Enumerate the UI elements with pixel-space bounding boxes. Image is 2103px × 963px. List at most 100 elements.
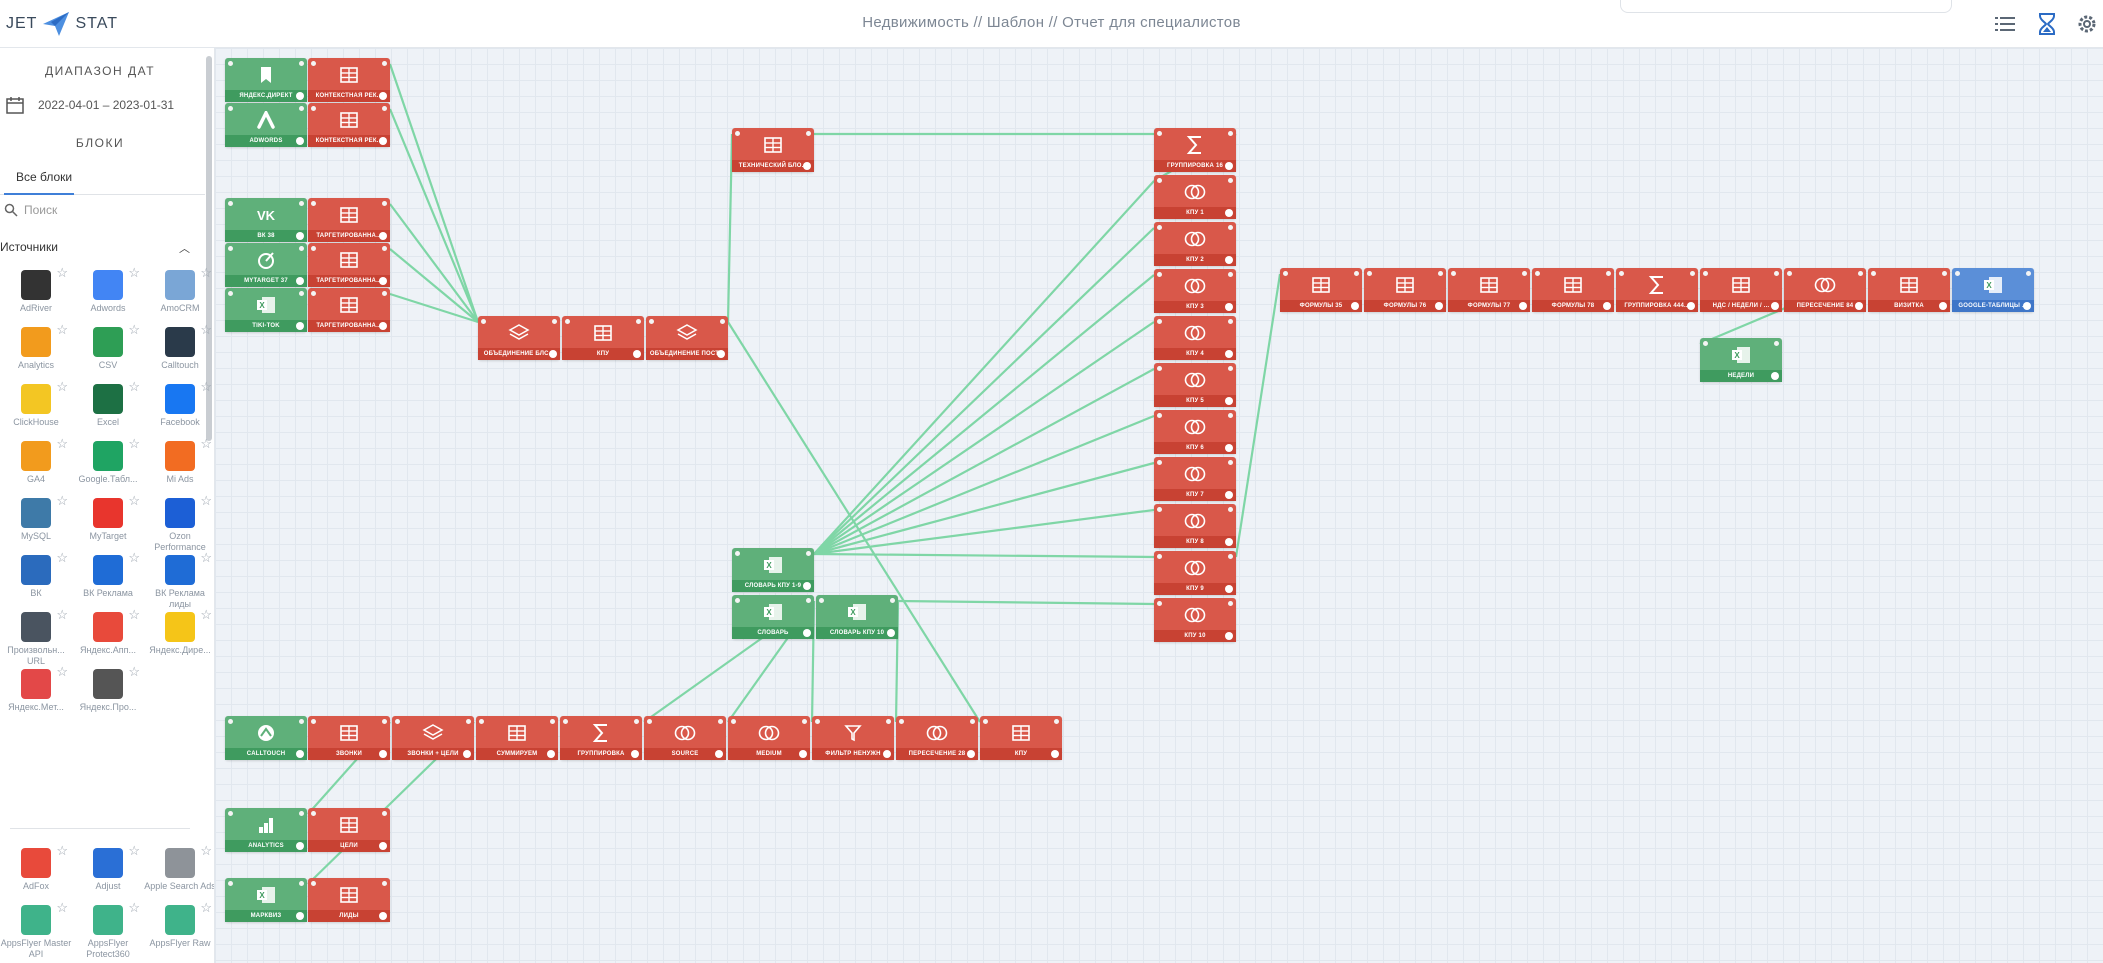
input-port[interactable]: [228, 881, 233, 886]
star-icon[interactable]: ☆: [128, 322, 140, 337]
output-port[interactable]: [382, 246, 387, 251]
pipeline-node[interactable]: ЗВОНКИ: [308, 716, 390, 760]
date-range-picker[interactable]: 2022-04-01 – 2023-01-31: [6, 96, 174, 114]
star-icon[interactable]: ☆: [128, 664, 140, 679]
input-port[interactable]: [565, 319, 570, 324]
output-port[interactable]: [1690, 271, 1695, 276]
input-port[interactable]: [311, 106, 316, 111]
output-port[interactable]: [890, 598, 895, 603]
source-yandex-direct[interactable]: Яндекс.Дире...☆: [144, 608, 214, 656]
source-mytarget[interactable]: MyTarget☆: [72, 494, 144, 542]
source-clickhouse[interactable]: ClickHouse☆: [0, 380, 72, 428]
output-port[interactable]: [1942, 271, 1947, 276]
star-icon[interactable]: ☆: [200, 550, 212, 565]
output-port[interactable]: [806, 598, 811, 603]
source-ga4[interactable]: GA4☆: [0, 437, 72, 485]
source-adfox[interactable]: AdFox☆: [0, 844, 72, 892]
output-port[interactable]: [1522, 271, 1527, 276]
input-port[interactable]: [228, 201, 233, 206]
input-port[interactable]: [311, 61, 316, 66]
pipeline-node[interactable]: ТЕХНИЧЕСКИЙ БЛО...: [732, 128, 814, 172]
tab-all-blocks[interactable]: Все блоки: [16, 170, 73, 184]
output-port[interactable]: [1606, 271, 1611, 276]
output-port[interactable]: [299, 246, 304, 251]
output-port[interactable]: [1228, 601, 1233, 606]
pipeline-node[interactable]: КПУ 3: [1154, 269, 1236, 313]
output-port[interactable]: [382, 61, 387, 66]
input-port[interactable]: [1787, 271, 1792, 276]
pipeline-node[interactable]: ОБЪЕДИНЕНИЕ ПОСТ...: [646, 316, 728, 360]
list-icon[interactable]: [1992, 12, 2018, 36]
output-port[interactable]: [1228, 460, 1233, 465]
source-amocrm[interactable]: AmoCRM☆: [144, 265, 214, 314]
input-port[interactable]: [1955, 271, 1960, 276]
star-icon[interactable]: ☆: [128, 843, 140, 858]
input-port[interactable]: [735, 131, 740, 136]
input-port[interactable]: [228, 246, 233, 251]
output-port[interactable]: [1228, 319, 1233, 324]
pipeline-node[interactable]: КПУ: [562, 316, 644, 360]
pipeline-node[interactable]: КОНТЕКСТНАЯ РЕК...: [308, 58, 390, 102]
input-port[interactable]: [1451, 271, 1456, 276]
input-port[interactable]: [1619, 271, 1624, 276]
search-input[interactable]: Поиск: [24, 203, 58, 217]
star-icon[interactable]: ☆: [200, 265, 212, 280]
star-icon[interactable]: ☆: [200, 436, 212, 451]
pipeline-node[interactable]: MEDIUM: [728, 716, 810, 760]
output-port[interactable]: [1228, 225, 1233, 230]
pipeline-node[interactable]: ЗВОНКИ + ЦЕЛИ: [392, 716, 474, 760]
input-port[interactable]: [731, 719, 736, 724]
pipeline-node[interactable]: НДС / НЕДЕЛИ / ...: [1700, 268, 1782, 312]
source-appsflyer[interactable]: AppsFlyer Raw☆: [144, 900, 214, 949]
pipeline-node[interactable]: ТАРГЕТИРОВАННА...: [308, 243, 390, 287]
input-port[interactable]: [1871, 271, 1876, 276]
pipeline-node[interactable]: ФОРМУЛЫ 76: [1364, 268, 1446, 312]
output-port[interactable]: [1228, 507, 1233, 512]
input-port[interactable]: [735, 598, 740, 603]
output-port[interactable]: [1438, 271, 1443, 276]
input-port[interactable]: [1157, 507, 1162, 512]
pipeline-node[interactable]: КПУ 2: [1154, 222, 1236, 266]
input-port[interactable]: [649, 319, 654, 324]
star-icon[interactable]: ☆: [56, 550, 68, 565]
pipeline-node[interactable]: КПУ: [980, 716, 1062, 760]
pipeline-node[interactable]: ЦЕЛИ: [308, 808, 390, 852]
pipeline-node[interactable]: SOURCE: [644, 716, 726, 760]
source-apple[interactable]: Apple Search Ads☆: [144, 843, 214, 892]
output-port[interactable]: [1858, 271, 1863, 276]
output-port[interactable]: [806, 131, 811, 136]
star-icon[interactable]: ☆: [200, 843, 212, 858]
star-icon[interactable]: ☆: [56, 664, 68, 679]
input-port[interactable]: [1157, 225, 1162, 230]
source-mysql[interactable]: MySQL☆: [0, 494, 72, 542]
input-port[interactable]: [1283, 271, 1288, 276]
input-port[interactable]: [395, 719, 400, 724]
output-port[interactable]: [382, 106, 387, 111]
output-port[interactable]: [299, 719, 304, 724]
star-icon[interactable]: ☆: [200, 900, 212, 915]
pipeline-node[interactable]: КПУ 1: [1154, 175, 1236, 219]
input-port[interactable]: [1157, 366, 1162, 371]
output-port[interactable]: [1228, 413, 1233, 418]
input-port[interactable]: [563, 719, 568, 724]
input-port[interactable]: [228, 106, 233, 111]
output-port[interactable]: [970, 719, 975, 724]
output-port[interactable]: [1228, 178, 1233, 183]
pipeline-node[interactable]: КПУ 8: [1154, 504, 1236, 548]
output-port[interactable]: [299, 811, 304, 816]
pipeline-node[interactable]: CALLTOUCH: [225, 716, 307, 760]
pipeline-node[interactable]: КПУ 7: [1154, 457, 1236, 501]
input-port[interactable]: [311, 201, 316, 206]
star-icon[interactable]: ☆: [56, 900, 68, 915]
input-port[interactable]: [1157, 131, 1162, 136]
star-icon[interactable]: ☆: [200, 379, 212, 394]
input-port[interactable]: [311, 881, 316, 886]
output-port[interactable]: [382, 291, 387, 296]
output-port[interactable]: [550, 719, 555, 724]
